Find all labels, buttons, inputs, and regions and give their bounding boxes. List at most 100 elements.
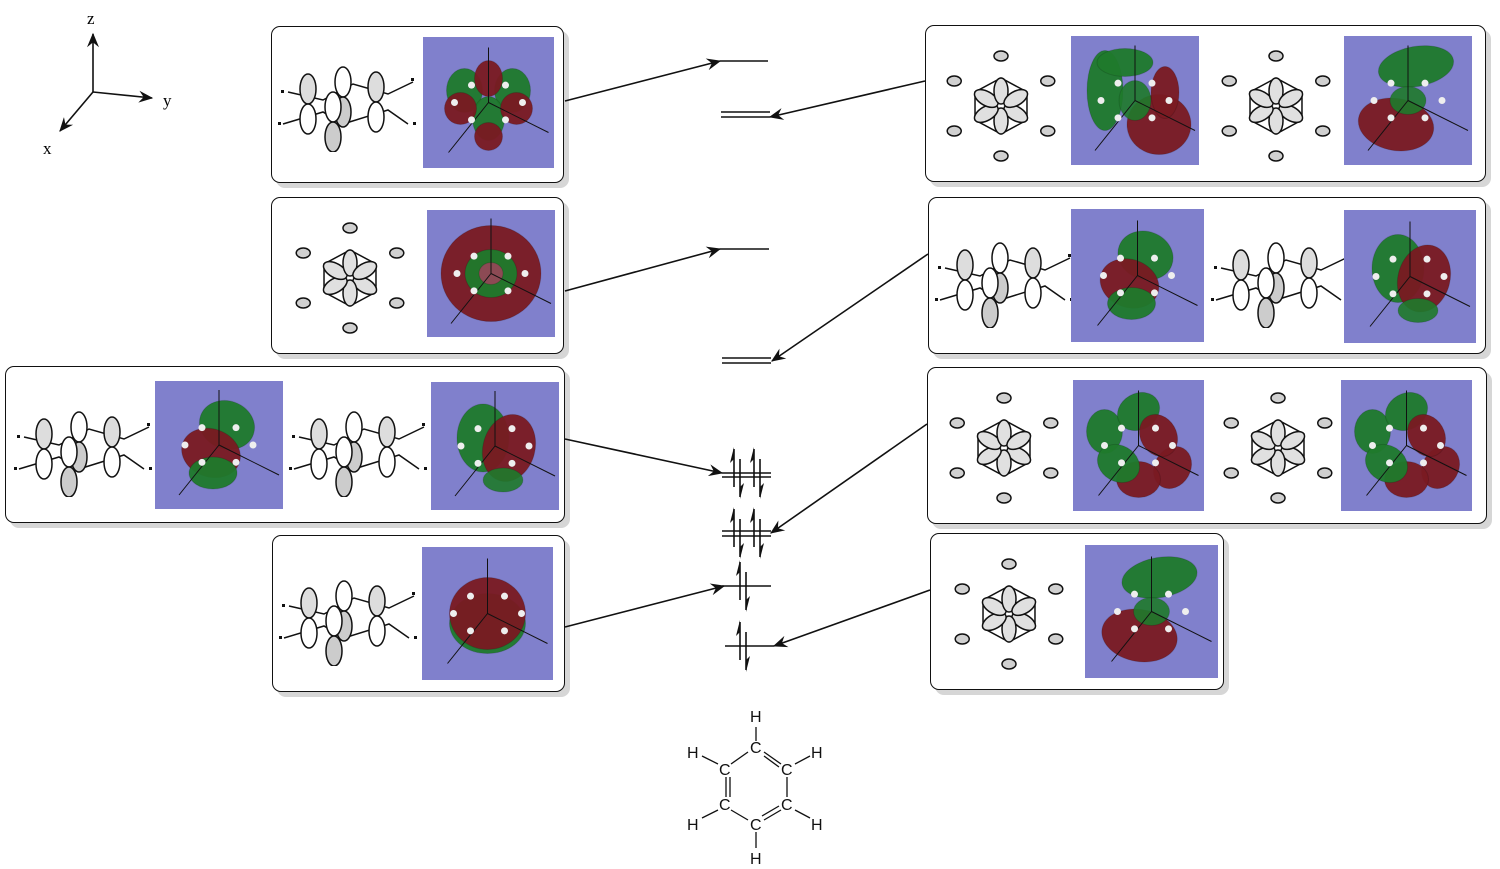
hydrogen-atom <box>1097 97 1105 104</box>
hydrogen-atom <box>1148 114 1156 122</box>
hydrogen-atom <box>502 81 509 89</box>
sigma-orbital-sketch <box>295 222 405 334</box>
sigma-orbital-sketch <box>949 392 1059 504</box>
spin-up-arrow <box>736 560 740 576</box>
x-axis-arrow <box>59 91 94 132</box>
hydrogen-atom <box>1101 442 1108 449</box>
hydrogen-atom <box>468 81 475 89</box>
hydrogen-atom <box>1151 254 1158 262</box>
orbital-render <box>1344 36 1472 165</box>
hydrogen-atom <box>249 441 257 449</box>
hydrogen-atom <box>1169 442 1176 449</box>
hydrogen-atom <box>1423 255 1431 263</box>
atom-c: C <box>719 797 731 814</box>
hydrogen-atom <box>1387 79 1395 87</box>
hydrogen-atom <box>198 424 206 432</box>
hydrogen-atom <box>501 592 508 600</box>
sigma-orbital-sketch <box>954 558 1064 670</box>
electron-pair <box>730 507 744 559</box>
hydrogen-atom <box>1114 114 1122 122</box>
orbital-render <box>1085 545 1218 678</box>
panel-left-1 <box>271 26 564 183</box>
atom-h: H <box>687 817 699 834</box>
orbital-render <box>422 547 553 680</box>
atom-c: C <box>781 797 793 814</box>
pi-orbital-sketch <box>278 66 416 152</box>
hydrogen-atom <box>1148 79 1156 87</box>
hydrogen-atom <box>1389 290 1397 298</box>
spin-down-arrow <box>760 543 764 559</box>
hydrogen-atom <box>467 627 474 635</box>
benzene-atom-labels: H C C C C C C H H H H H <box>687 709 823 868</box>
hydrogen-atom <box>1372 273 1380 280</box>
orbital-lobes <box>1099 230 1174 320</box>
hydrogen-atom <box>504 252 512 260</box>
pi-orbital-sketch <box>1211 242 1349 328</box>
hydrogen-atom <box>181 441 189 449</box>
hydrogen-atom <box>1117 254 1124 262</box>
atom-h: H <box>750 709 762 726</box>
hydrogen-atom <box>451 99 458 106</box>
panel-right-4 <box>930 533 1224 690</box>
hydrogen-atom <box>1369 442 1376 449</box>
orbital-lobes <box>1357 45 1455 152</box>
panel-right-2 <box>928 197 1486 354</box>
hydrogen-atom <box>198 458 206 466</box>
orbital-lobes <box>1101 556 1198 663</box>
x-axis-label: x <box>43 139 52 158</box>
hydrogen-atom <box>1117 289 1124 297</box>
sigma-orbital-sketch <box>1223 392 1333 504</box>
connector-arrow <box>770 423 928 534</box>
hydrogen-atom <box>453 270 461 277</box>
connector-arrow <box>564 58 722 102</box>
hydrogen-atom <box>518 610 525 617</box>
hydrogen-atom <box>1118 424 1125 432</box>
hydrogen-atom <box>1421 79 1429 87</box>
hydrogen-atom <box>474 459 482 467</box>
hydrogen-atom <box>232 458 240 466</box>
orbital-render <box>1073 380 1204 511</box>
hydrogen-atom <box>1165 590 1172 598</box>
panel-left-2 <box>271 197 564 354</box>
z-axis-label: z <box>87 9 95 28</box>
energy-levels <box>720 60 774 647</box>
orbital-render <box>1344 210 1476 343</box>
hydrogen-atom <box>1420 424 1427 432</box>
hydrogen-atom <box>470 252 478 260</box>
hydrogen-atom <box>1114 79 1122 87</box>
hydrogen-atom <box>1387 114 1395 122</box>
spin-up-arrow <box>736 620 740 636</box>
orbital-lobes <box>1371 234 1452 323</box>
panel-left-4 <box>272 535 565 692</box>
hydrogen-atom <box>1423 290 1431 298</box>
hydrogen-atom <box>1114 608 1121 615</box>
hydrogen-atom <box>525 442 533 450</box>
hydrogen-atom <box>474 425 482 433</box>
hydrogen-atom <box>1118 459 1125 467</box>
hydrogen-atom <box>1386 424 1393 432</box>
electron-pair <box>736 620 750 672</box>
hydrogen-atom <box>1370 97 1378 104</box>
hydrogen-atom <box>1421 114 1429 122</box>
hydrogen-atom <box>1389 255 1397 263</box>
atom-h: H <box>811 817 823 834</box>
orbital-render <box>1071 209 1204 342</box>
hydrogen-atom <box>521 270 529 277</box>
spin-up-arrow <box>730 447 734 463</box>
y-axis-arrow <box>92 90 154 103</box>
orbital-render <box>155 381 283 509</box>
pi-orbital-sketch <box>279 580 417 666</box>
atom-c: C <box>750 740 762 757</box>
hydrogen-atom <box>519 99 526 106</box>
connector-arrow <box>772 589 931 648</box>
electron-pair <box>750 447 764 499</box>
electron-pair <box>730 447 744 499</box>
hydrogen-atom <box>470 287 478 295</box>
hydrogen-atom <box>1168 272 1175 279</box>
connector-arrow <box>564 438 724 477</box>
spin-down-arrow <box>740 543 744 559</box>
spin-down-arrow <box>760 483 764 499</box>
hydrogen-atom <box>1151 289 1158 297</box>
connector-arrow <box>771 253 929 362</box>
